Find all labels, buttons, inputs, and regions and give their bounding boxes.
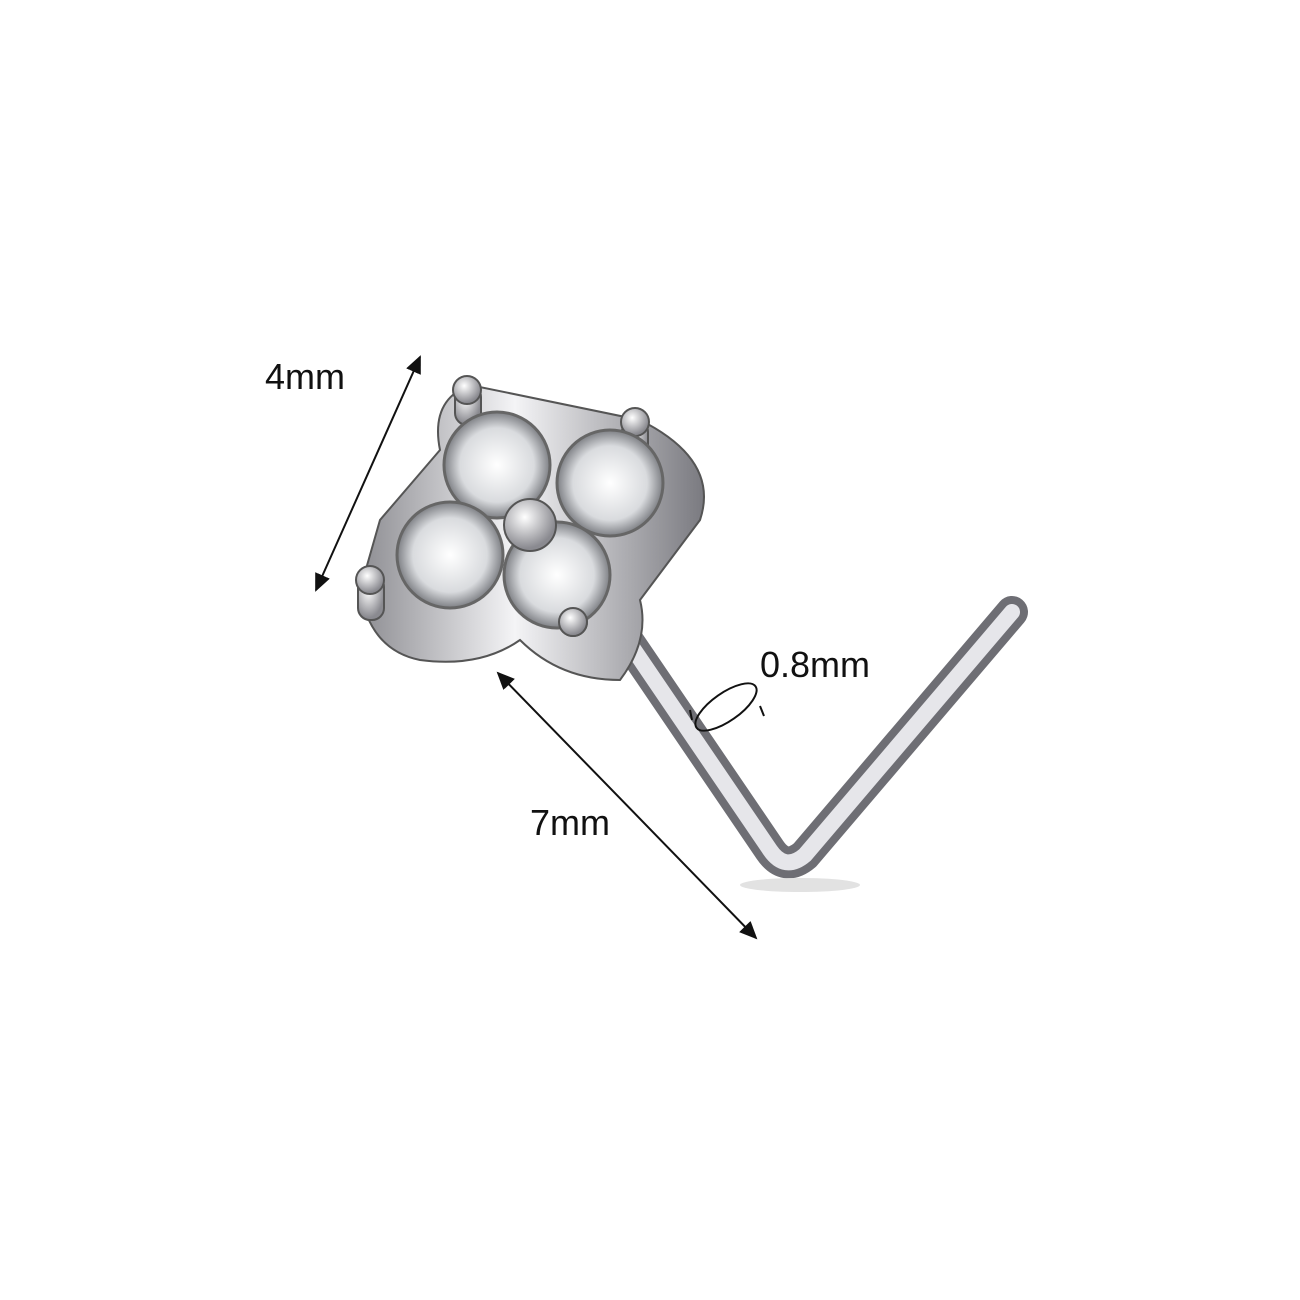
length-dimension-arrow	[496, 671, 758, 940]
length-label: 7mm	[530, 802, 610, 843]
l-shaped-post	[584, 584, 1028, 892]
stone	[442, 410, 552, 520]
stone	[555, 428, 665, 538]
gauge-label: 0.8mm	[760, 644, 871, 685]
flower-setting	[355, 375, 705, 682]
center-bead	[503, 498, 557, 552]
gauge-ring-indicator	[689, 682, 765, 732]
stones	[395, 410, 665, 630]
stone	[395, 500, 505, 610]
height-dimension-arrow	[315, 355, 421, 592]
height-label: 4mm	[265, 356, 345, 397]
